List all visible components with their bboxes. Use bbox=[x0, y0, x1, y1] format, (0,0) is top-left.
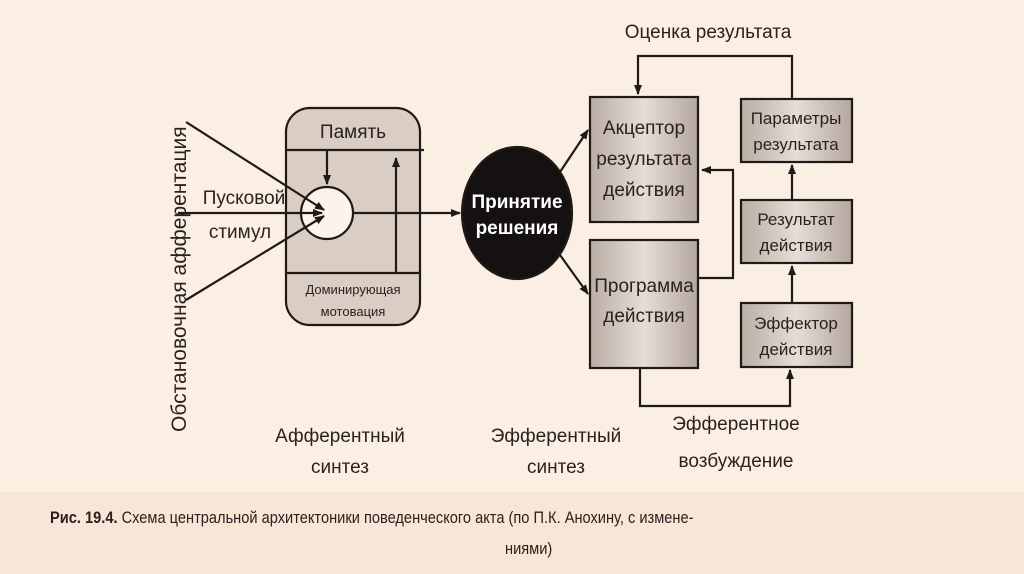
caption-line-2: ниями) bbox=[505, 539, 553, 558]
caption-line-1: Рис. 19.4. Схема центральной архитектони… bbox=[50, 508, 850, 528]
situational-afferentation-label: Обстановочная афферентация bbox=[168, 126, 191, 432]
arrow bbox=[559, 129, 589, 173]
parameters-block bbox=[739, 97, 854, 164]
decision-label-1: Принятие bbox=[471, 192, 562, 213]
figure-caption: Рис. 19.4. Схема центральной архитектони… bbox=[0, 492, 1024, 574]
motivation-label-2: мотовация bbox=[321, 304, 386, 319]
arrow bbox=[185, 215, 325, 301]
parameters-label-2: результата bbox=[753, 135, 839, 154]
program-block bbox=[588, 238, 700, 370]
caption-text: Схема центральной архитектоники поведенч… bbox=[117, 508, 694, 527]
arrow bbox=[559, 254, 589, 295]
effector-label-2: действия bbox=[760, 340, 833, 359]
parameters-label-1: Параметры bbox=[751, 109, 842, 128]
result-block bbox=[739, 198, 854, 265]
anokhin-diagram: Обстановочная афферентация Память Домини… bbox=[168, 22, 854, 478]
caption-figure-label: Рис. 19.4. bbox=[50, 508, 118, 527]
decision-node bbox=[460, 145, 574, 281]
acceptor-label-3: действия bbox=[603, 180, 684, 201]
program-to-acceptor-arrow bbox=[698, 166, 735, 280]
trigger-stimulus-label-1: Пусковой bbox=[203, 188, 286, 209]
efferent-excitation-label-1: Эфферентное bbox=[672, 414, 799, 435]
result-evaluation-label: Оценка результата bbox=[625, 22, 792, 43]
effector-label-1: Эффектор bbox=[754, 314, 838, 333]
program-label-2: действия bbox=[603, 306, 684, 327]
afferent-synthesis-label-1: Афферентный bbox=[275, 426, 405, 447]
efferent-synthesis-label-1: Эфферентный bbox=[491, 426, 622, 447]
decision-label-2: решения bbox=[476, 218, 559, 239]
acceptor-label-2: результата bbox=[596, 149, 692, 170]
acceptor-block bbox=[588, 95, 700, 224]
memory-label: Память bbox=[320, 122, 386, 143]
efferent-excitation-label-2: возбуждение bbox=[679, 451, 794, 472]
afferent-synthesis-label-2: синтез bbox=[311, 457, 369, 478]
result-label-1: Результат bbox=[757, 210, 835, 229]
acceptor-label-1: Акцептор bbox=[603, 118, 685, 139]
motivation-label-1: Доминирующая bbox=[305, 282, 400, 297]
efferent-excitation-arrow bbox=[638, 368, 794, 408]
trigger-stimulus-label-2: стимул bbox=[209, 222, 271, 243]
feedback-arrow bbox=[634, 54, 794, 99]
program-label-1: Программа bbox=[594, 276, 694, 297]
result-label-2: действия bbox=[760, 236, 833, 255]
efferent-synthesis-label-2: синтез bbox=[527, 457, 585, 478]
arrow bbox=[185, 121, 325, 211]
effector-block bbox=[739, 301, 854, 369]
